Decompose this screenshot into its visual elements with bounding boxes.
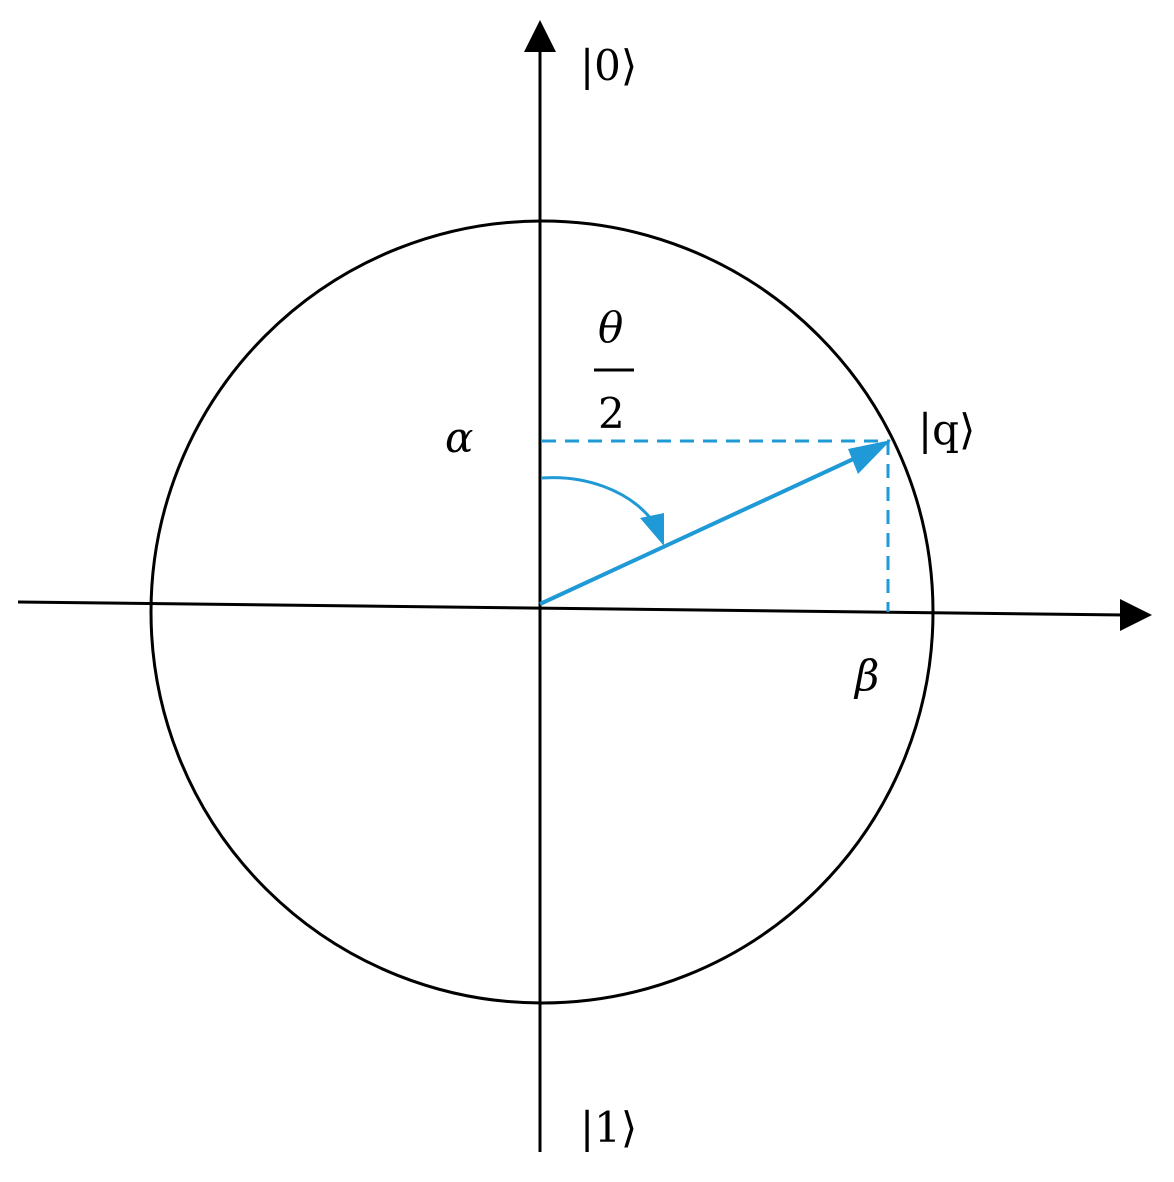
state-vector <box>539 453 863 606</box>
vertical-axis-arrowhead <box>524 20 556 52</box>
alpha-label: α <box>445 413 473 462</box>
angle-arc <box>541 476 654 521</box>
ket-zero-label: |0⟩ <box>580 41 637 90</box>
theta-numerator: θ <box>598 303 623 352</box>
horizontal-axis-arrowhead <box>1120 599 1152 631</box>
ket-one-label: |1⟩ <box>580 1103 637 1152</box>
state-vector-arrowhead <box>848 440 891 474</box>
angle-arc-arrowhead <box>640 513 664 546</box>
theta-denominator: 2 <box>598 389 625 438</box>
ket-q-label: |q⟩ <box>918 405 975 454</box>
beta-label: β <box>853 651 879 700</box>
horizontal-axis <box>17 600 1126 617</box>
